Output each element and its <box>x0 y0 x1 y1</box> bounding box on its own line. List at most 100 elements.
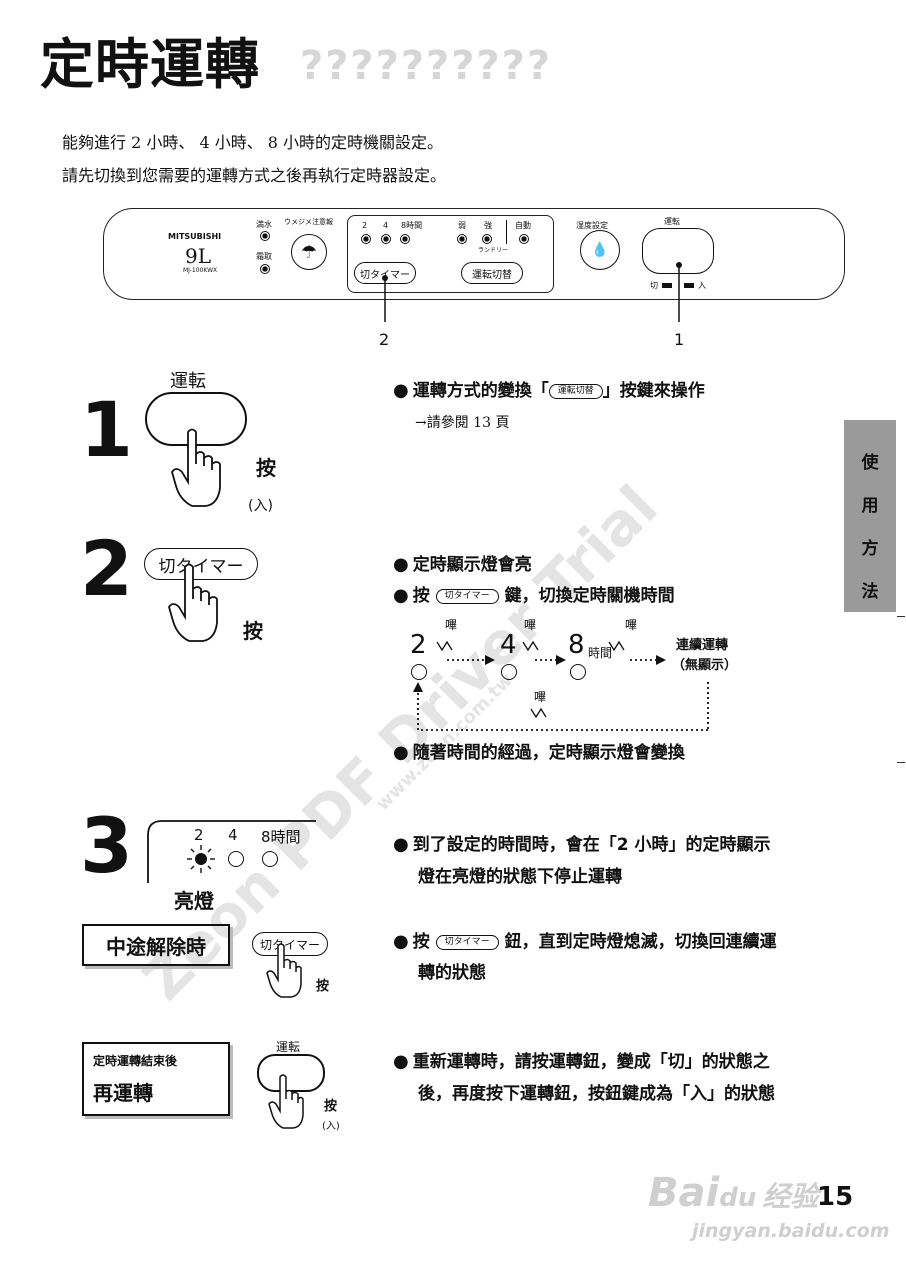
mode-auto-lamp <box>519 234 529 244</box>
panel-timer-lamp-2 <box>361 234 371 244</box>
power-label: 運転 <box>664 217 680 226</box>
humidity-setting-button[interactable]: 💧 <box>580 230 620 270</box>
restart-bullet: ●重新運轉時，請按運轉鈕，變成「切」的狀態之 <box>393 1051 770 1072</box>
step-2-bullet-2: ●按 切タイマー 鍵，切換定時關機時間 <box>393 585 675 606</box>
step-3-bullet-line-2: 燈在亮燈的狀態下停止運轉 <box>418 867 622 887</box>
capacity-label: 9L <box>185 244 212 268</box>
mode-divider <box>506 220 507 244</box>
restart-button-caption: 運転 <box>276 1040 301 1054</box>
step-2-bullet-1: ●定時顯示燈會亮 <box>393 554 532 575</box>
on-label: 入 <box>698 281 706 290</box>
on-indicator <box>684 283 694 288</box>
cancel-timer-button[interactable]: 切タイマー <box>252 932 328 956</box>
panel-timer-lamp-8 <box>400 234 410 244</box>
beep-1: 嗶 <box>445 618 458 632</box>
page-title: 定時運轉 <box>40 33 260 96</box>
dew-lamp <box>260 264 270 274</box>
lit-label: 亮燈 <box>174 889 214 913</box>
step-3-hour-8: 8時間 <box>261 828 301 846</box>
restart-label-box <box>82 1042 230 1116</box>
step-3-hour-2: 2 <box>194 826 204 844</box>
seq-4: 4 <box>500 630 517 660</box>
drain-lamp <box>260 231 270 241</box>
seq-lamp-4 <box>501 664 517 680</box>
mode-strong-lamp <box>482 234 492 244</box>
cancel-bullet: ●按 切タイマー 鈕，直到定時燈熄滅，切換回連續運 <box>393 931 777 952</box>
panel-mode-button[interactable]: 運転切替 <box>461 262 523 284</box>
humidity-setting-label: 湿度設定 <box>576 221 608 230</box>
step-3-lamp-8 <box>262 851 278 867</box>
pointing-hand-icon <box>268 1074 304 1129</box>
umbrella-icon: ☂ <box>291 234 327 270</box>
control-panel <box>103 208 845 300</box>
pointing-hand-icon <box>266 943 302 998</box>
tab-char-2: 用 <box>861 496 879 516</box>
step-1-press: 按 <box>256 456 276 480</box>
beep-2: 嗶 <box>524 618 537 632</box>
baidu-url: jingyan.baidu.com <box>692 1220 890 1242</box>
step-3-hour-4: 4 <box>228 826 238 844</box>
beep-3: 嗶 <box>625 618 638 632</box>
step-2-press: 按 <box>243 619 263 643</box>
restart-bullet-line-2: 後，再度按下運轉鈕，按鈕鍵成為「入」的狀態 <box>418 1084 775 1104</box>
seq-lamp-2 <box>411 664 427 680</box>
step-3-bullet: ●到了設定的時間時，會在「2 小時」的定時顯示 <box>393 834 771 855</box>
seq-unit: 時間 <box>588 646 613 660</box>
tab-char-3: 方 <box>861 539 879 559</box>
panel-hour-8: 8時間 <box>401 221 423 230</box>
mode-button-inline: 運転切替 <box>548 383 603 399</box>
restart-press-note: (入) <box>322 1121 340 1132</box>
timer-button-inline: 切タイマー <box>435 934 499 950</box>
page-number: 15 <box>817 1182 854 1212</box>
seq-lamp-8 <box>570 664 586 680</box>
panel-timer-lamp-4 <box>381 234 391 244</box>
seq-2: 2 <box>410 630 427 660</box>
off-indicator <box>662 283 672 288</box>
lit-lamp-icon <box>187 845 215 873</box>
no-display-label: （無顯示） <box>672 658 738 673</box>
title-bleed-through: ?????????? <box>300 43 553 89</box>
mode-auto-label: 自動 <box>515 221 531 230</box>
timer-mode-group <box>347 215 554 293</box>
tab-char-1: 使 <box>861 453 879 473</box>
intro-line-2: 請先切換到您需要的運轉方式之後再執行定時器設定。 <box>62 166 447 185</box>
pointing-hand-icon <box>171 428 221 507</box>
brand-logo: MITSUBISHI <box>168 232 222 241</box>
cancel-press: 按 <box>316 979 330 994</box>
drain-label: 満水 <box>256 220 272 229</box>
step-3-lamp-4 <box>228 851 244 867</box>
model-number: MJ-100KWX <box>183 267 218 274</box>
intro-line-1: 能夠進行 2 小時、 4 小時、 8 小時的定時機關設定。 <box>62 133 444 152</box>
step-1-button-caption: 運転 <box>170 371 206 392</box>
restart-label-small: 定時運轉結束後 <box>93 1054 178 1068</box>
edge-mark-2 <box>897 762 905 763</box>
seq-8: 8 <box>568 630 585 660</box>
laundry-label: ランドリー <box>478 247 509 254</box>
step-1-ref: →請參閱 13 頁 <box>415 415 510 431</box>
panel-hour-4: 4 <box>383 221 389 230</box>
mode-strong-label: 強 <box>484 221 492 230</box>
restart-press: 按 <box>324 1099 338 1114</box>
mode-weak-label: 弱 <box>458 221 466 230</box>
step-1-press-note: (入) <box>248 498 273 514</box>
mode-weak-lamp <box>457 234 467 244</box>
step-2-timer-button[interactable]: 切タイマー <box>144 548 258 580</box>
cancel-bullet-line-2: 轉的狀態 <box>418 963 486 983</box>
step-2-number: 2 <box>80 524 133 613</box>
panel-hour-2: 2 <box>362 221 368 230</box>
beep-4: 嗶 <box>534 690 547 704</box>
pointing-hand-icon <box>168 563 218 642</box>
step-2-bullet-3: ●隨著時間的經過，定時顯示燈會變換 <box>393 742 685 763</box>
callout-2: 2 <box>379 330 390 349</box>
step-1-number: 1 <box>80 385 133 474</box>
dew-label: 霜取 <box>256 252 272 261</box>
panel-corner <box>147 820 316 883</box>
step-3-number: 3 <box>80 801 133 890</box>
callout-1: 1 <box>674 330 685 349</box>
off-label: 切 <box>650 281 658 290</box>
panel-power-button[interactable] <box>642 228 714 274</box>
tab-char-4: 法 <box>861 582 879 602</box>
